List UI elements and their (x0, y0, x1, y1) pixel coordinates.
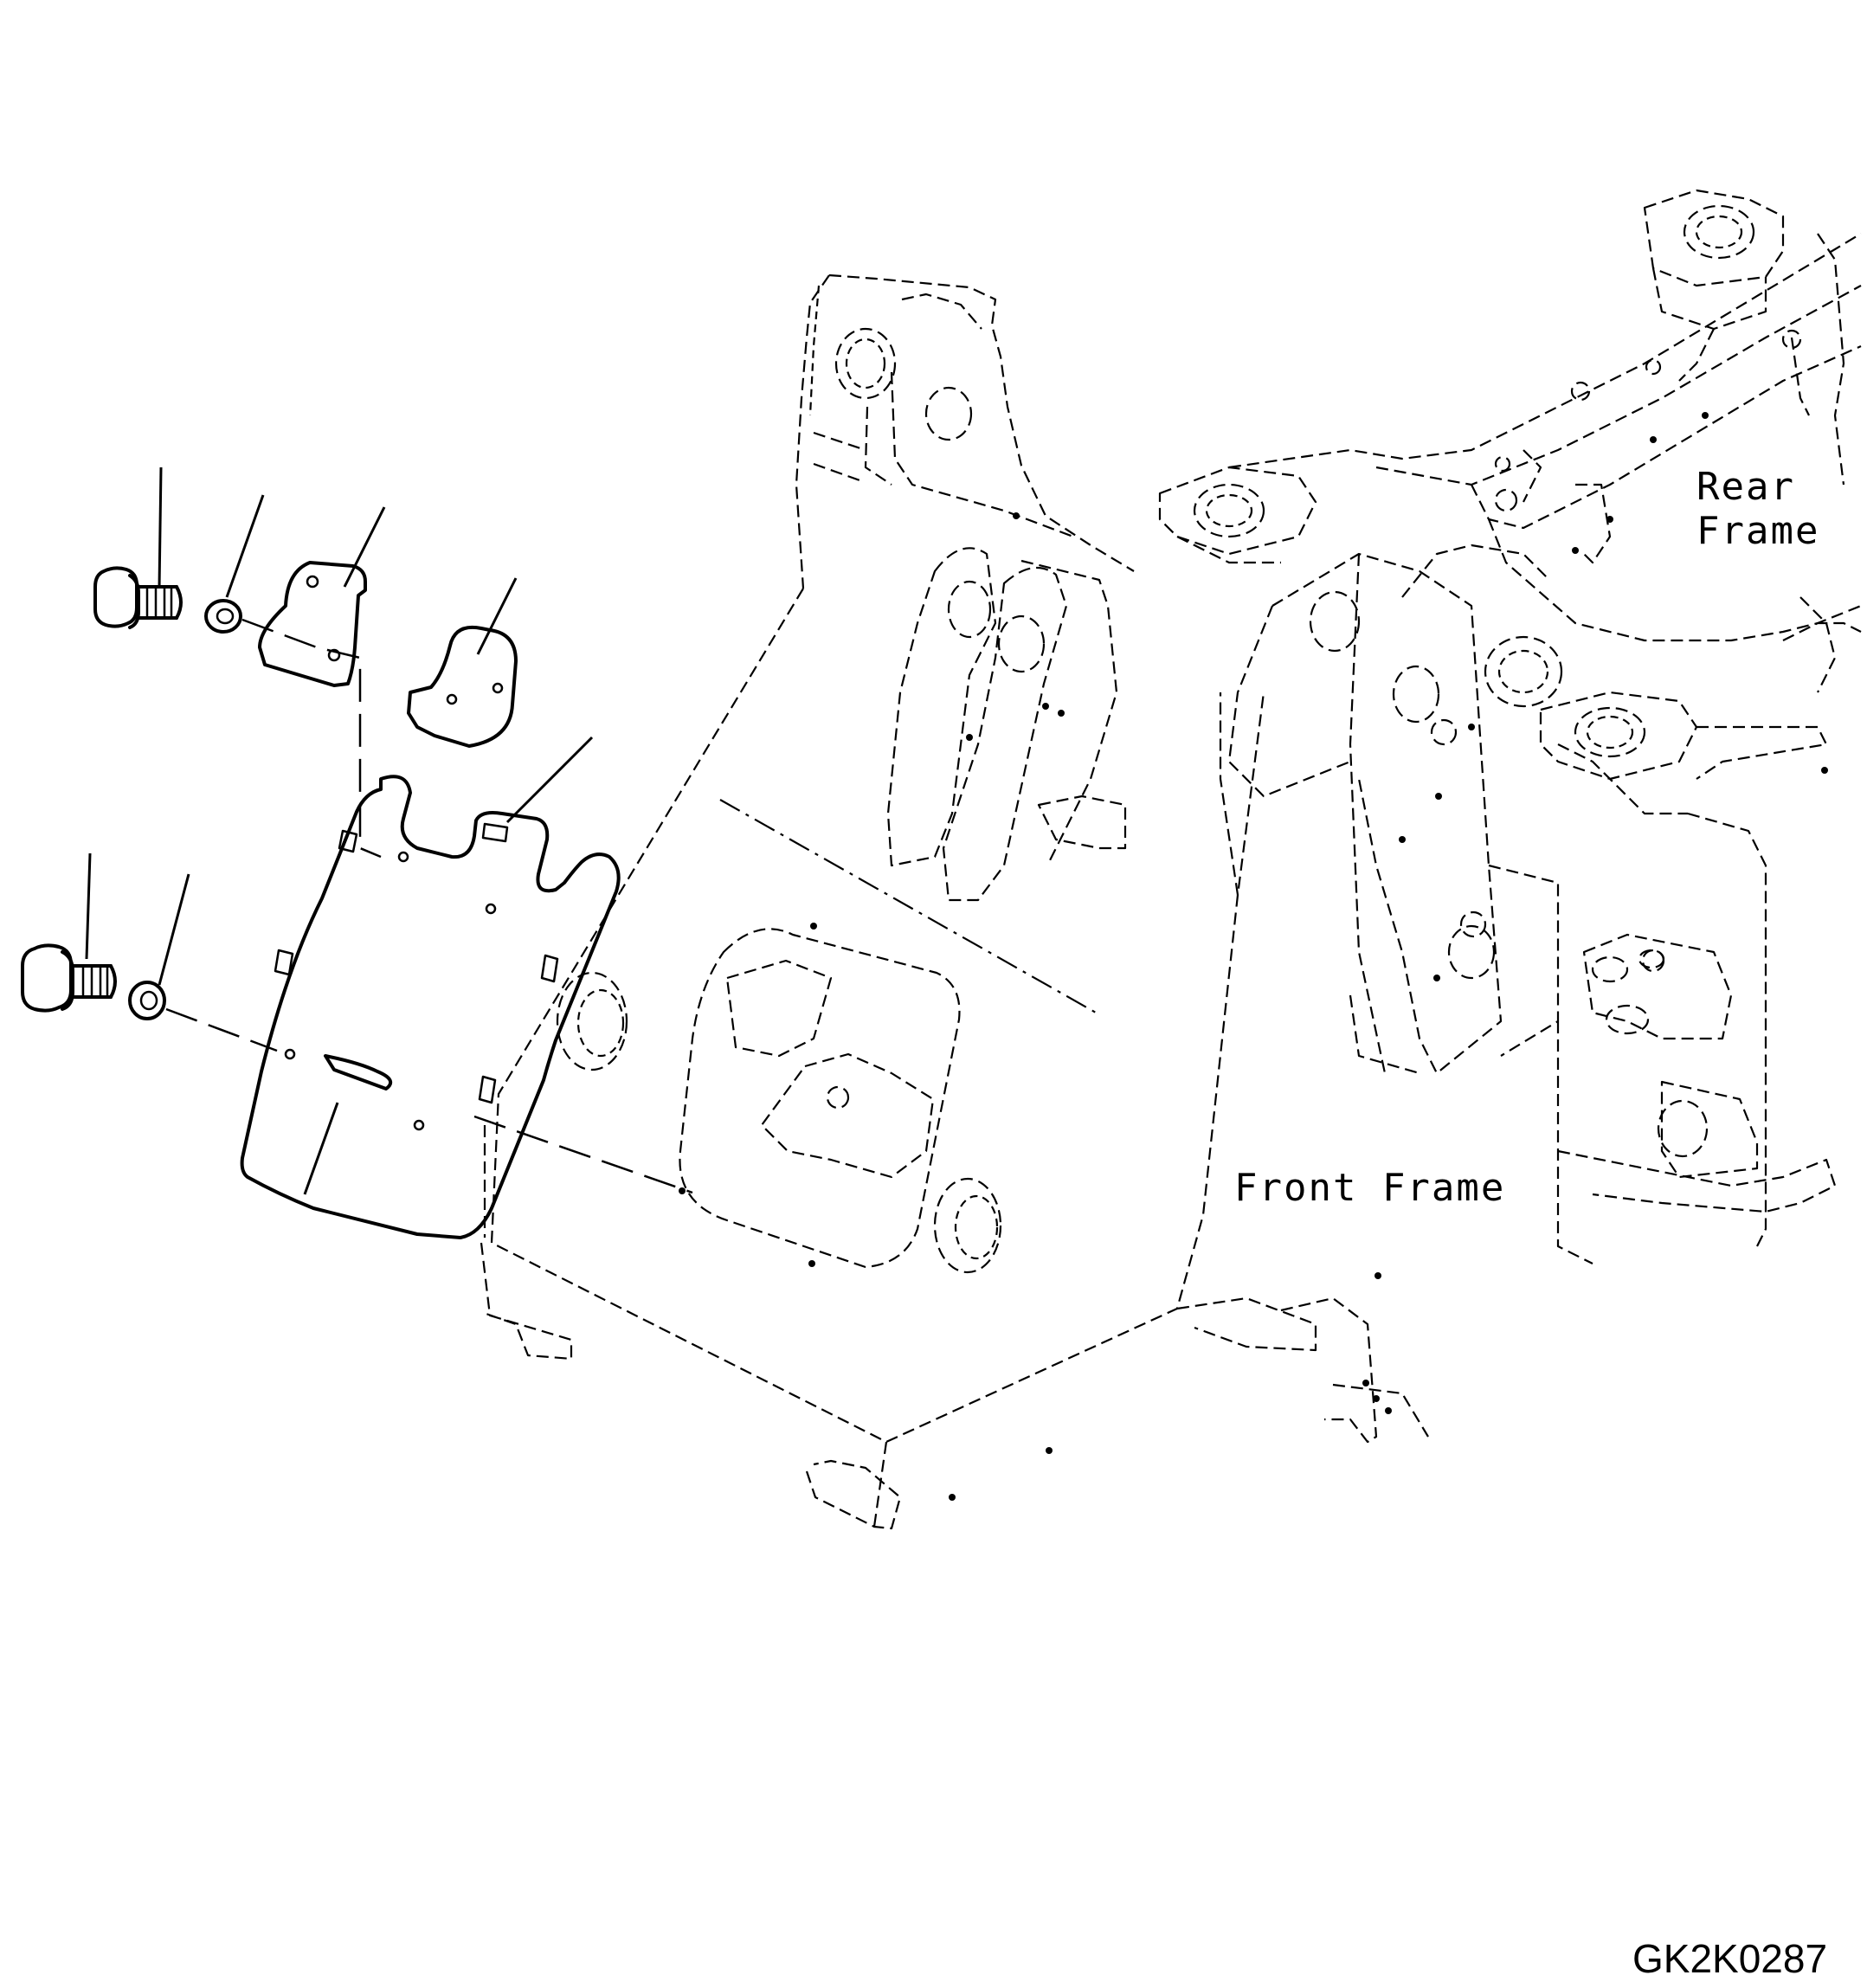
bracket-plate-front (258, 561, 367, 687)
cover-plate (240, 775, 621, 1239)
rear-frame-label: Rear Frame (1696, 465, 1820, 553)
bolt-upper (93, 566, 183, 629)
leader-lines (85, 466, 594, 1195)
rear-frame-label-line1: Rear (1696, 465, 1795, 509)
front-frame (480, 273, 1837, 1530)
bracket-plate-rear (407, 626, 518, 748)
washer-lower (128, 981, 166, 1020)
rear-frame (1158, 189, 1862, 781)
front-frame-label: Front Frame (1234, 1166, 1506, 1210)
bolt-lower (21, 943, 117, 1013)
washer-upper (204, 599, 242, 634)
frame-hole-dots (679, 412, 1828, 1501)
rear-frame-label-line2: Frame (1696, 508, 1820, 553)
assembly-lines (165, 618, 693, 1194)
drawing-code: GK2K0287 (1632, 1936, 1828, 1981)
